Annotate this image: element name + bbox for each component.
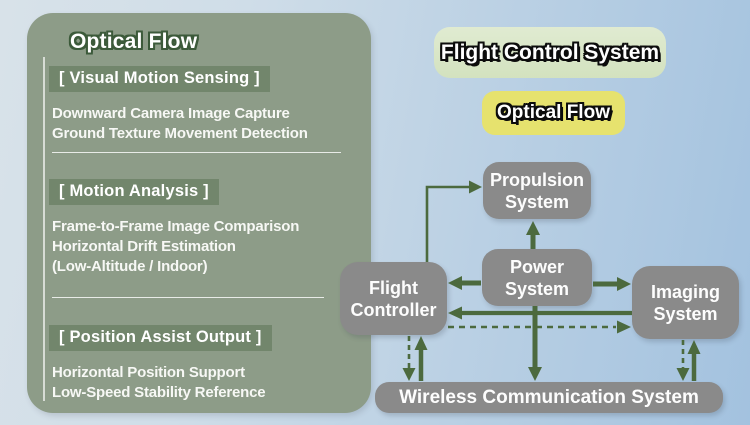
- edge-power-to-imaging-arrow: [593, 277, 631, 291]
- node-label-line: Propulsion: [490, 169, 584, 190]
- section-motion-analysis: [ Motion Analysis ] Frame-to-Frame Image…: [49, 179, 299, 277]
- optical-flow-panel: Optical Flow [ Visual Motion Sensing ] D…: [27, 13, 371, 413]
- edge-imaging-to-wireless-dashed-arrow: [676, 340, 690, 381]
- node-label-line: System: [504, 278, 570, 299]
- edge-power-to-propulsion-arrow: [526, 221, 540, 249]
- edge-power-to-flight-controller-arrow: [448, 276, 481, 290]
- section-header: [ Visual Motion Sensing ]: [49, 66, 270, 92]
- section-position-assist-output: [ Position Assist Output ] Horizontal Po…: [49, 325, 272, 403]
- section-line: Low-Speed Stability Reference: [52, 384, 266, 401]
- edge-flight-controller-to-propulsion-arrow: [425, 180, 482, 262]
- edge-wireless-to-imaging-arrow: [687, 340, 701, 381]
- node-label-line: Imaging: [650, 281, 720, 302]
- section-line: (Low-Altitude / Indoor): [52, 258, 208, 275]
- edge-imaging-to-flight-controller-arrow: [448, 306, 632, 320]
- section-line: Ground Texture Movement Detection: [52, 125, 308, 142]
- section-line: Horizontal Drift Estimation: [52, 238, 236, 255]
- node-label-line: System: [653, 303, 718, 324]
- section-visual-motion-sensing: [ Visual Motion Sensing ] Downward Camer…: [49, 66, 308, 144]
- section-line: Downward Camera Image Capture: [52, 105, 290, 122]
- flight-control-system-badge: Flight Control System: [434, 27, 666, 78]
- node-propulsion-system: Propulsion System: [483, 162, 591, 219]
- section-line: Frame-to-Frame Image Comparison: [52, 218, 300, 235]
- node-label-line: Wireless Communication System: [399, 386, 699, 408]
- node-label-line: Power: [509, 256, 565, 277]
- node-imaging-system: Imaging System: [632, 266, 739, 339]
- edge-power-to-wireless-arrow: [528, 306, 542, 381]
- section-header: [ Position Assist Output ]: [49, 325, 272, 351]
- panel-title: Optical Flow: [70, 30, 198, 53]
- node-power-system: Power System: [482, 249, 592, 306]
- node-label-line: System: [504, 191, 570, 212]
- edge-wireless-to-flight-controller-arrow: [414, 336, 428, 381]
- node-label-line: Flight: [369, 277, 418, 298]
- optical-flow-badge: Optical Flow: [482, 91, 625, 135]
- node-label-line: Controller: [350, 299, 437, 320]
- node-flight-controller: Flight Controller: [340, 262, 447, 335]
- panel-left-rule: [43, 57, 45, 401]
- section-divider: [52, 297, 324, 298]
- edge-flight-controller-to-imaging-dashed-arrow: [448, 320, 631, 334]
- section-header: [ Motion Analysis ]: [49, 179, 219, 205]
- section-divider: [52, 152, 341, 153]
- node-wireless-communication-system: Wireless Communication System: [375, 382, 723, 413]
- edge-flight-controller-to-wireless-dashed-arrow: [402, 336, 416, 381]
- section-line: Horizontal Position Support: [52, 364, 245, 381]
